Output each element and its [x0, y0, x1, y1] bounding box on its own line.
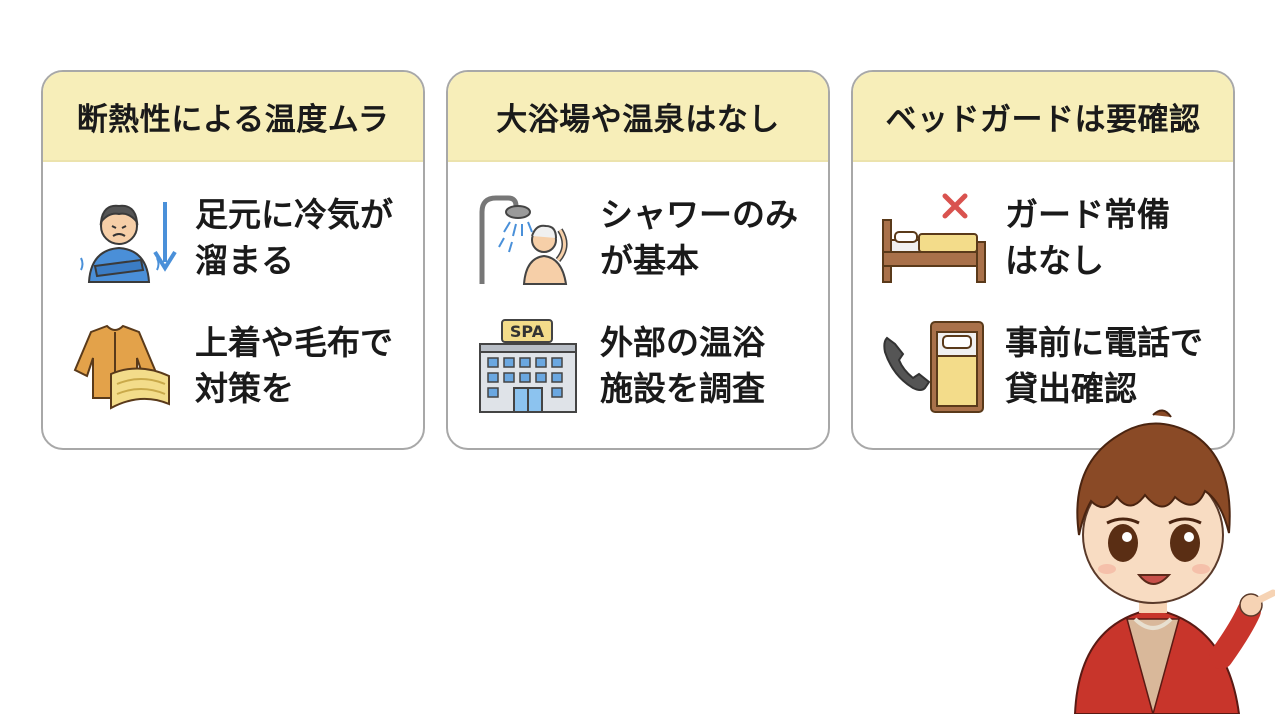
item-text-line: はなし [1005, 241, 1104, 280]
item-text-line: シャワーのみ [600, 195, 798, 234]
list-item: シャワーのみ が基本 [448, 182, 828, 292]
card-bath: 大浴場や温泉はなし シャワーのみ が基本 SPA [446, 70, 830, 450]
list-item: 事前に電話で 貸出確認 [853, 310, 1233, 420]
item-text-line: 事前に電話で [1005, 323, 1203, 362]
list-item: ガード常備 はなし [853, 182, 1233, 292]
item-text-line: 足元に冷気が [195, 195, 393, 234]
item-text-line: 外部の温浴 [600, 323, 765, 362]
list-item: 足元に冷気が 溜まる [43, 182, 423, 292]
card-bed-guard: ベッドガードは要確認 ガード常備 はなし [851, 70, 1235, 450]
card-title: ベッドガードは要確認 [853, 72, 1233, 162]
cold-person-icon [80, 202, 177, 283]
shower-icon [479, 195, 568, 285]
list-item: 上着や毛布で 対策を [43, 310, 423, 420]
list-item: SPA 外部の温浴 施設を調査 [448, 310, 828, 420]
phone-bed-icon [883, 321, 984, 413]
item-text-line: が基本 [600, 241, 699, 280]
item-text-line: 貸出確認 [1005, 369, 1137, 408]
item-text-line: ガード常備 [1005, 195, 1170, 234]
spa-building-icon: SPA [479, 319, 577, 413]
bed-no-guard-icon [882, 193, 986, 283]
character-illustration [1073, 409, 1275, 714]
item-text-line: 対策を [195, 369, 294, 408]
item-text-line: 溜まる [195, 241, 294, 280]
jacket-blanket-icon [73, 324, 170, 410]
item-text-line: 施設を調査 [600, 369, 765, 408]
card-insulation: 断熱性による温度ムラ 足元に冷気が 溜まる [41, 70, 425, 450]
card-title: 断熱性による温度ムラ [43, 72, 423, 162]
card-title: 大浴場や温泉はなし [448, 72, 828, 162]
spa-sign-text: SPA [510, 322, 545, 341]
item-text-line: 上着や毛布で [195, 323, 393, 362]
